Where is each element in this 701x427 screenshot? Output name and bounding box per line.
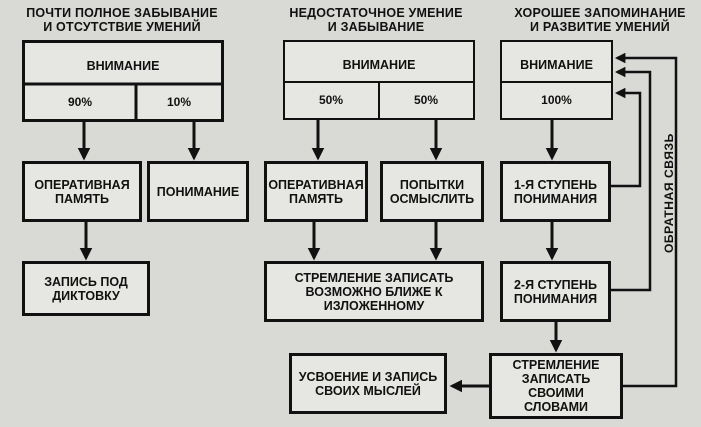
column1-heading-line2: И ОТСУТСТВИЕ УМЕНИЙ [43,20,201,34]
column3-stage2-box: 2-Я СТУПЕНЬ ПОНИМАНИЯ [500,261,611,322]
column3-heading: ХОРОШЕЕ ЗАПОМИНАНИЕ И РАЗВИТИЕ УМЕНИЙ [500,6,700,34]
column2-heading: НЕДОСТАТОЧНОЕ УМЕНИЕ И ЗАБЫВАНИЕ [276,6,476,34]
column1-split-90: 90% [67,95,93,109]
column2-heading-line1: НЕДОСТАТОЧНОЕ УМЕНИЕ [289,6,463,20]
column1-heading-line1: ПОЧТИ ПОЛНОЕ ЗАБЫВАНИЕ [26,6,218,20]
column2-split-50a: 50% [318,93,344,107]
column1-heading: ПОЧТИ ПОЛНОЕ ЗАБЫВАНИЕ И ОТСУТСТВИЕ УМЕН… [22,6,222,34]
column3-split-100: 100% [541,93,572,107]
column3-attention-label: ВНИМАНИЕ [520,58,593,72]
feedback-loop-stage1 [611,87,642,188]
column3-attention-box: ВНИМАНИЕ [500,40,613,120]
column3-heading-line1: ХОРОШЕЕ ЗАПОМИНАНИЕ [514,6,686,20]
feedback-loop-stage2 [611,66,652,292]
column3-stage1-box: 1-Я СТУПЕНЬ ПОНИМАНИЯ [500,161,611,222]
column2-operative-memory-box: ОПЕРАТИВНАЯ ПАМЯТЬ [264,161,368,222]
column2-close-record-box: СТРЕМЛЕНИЕ ЗАПИСАТЬ ВОЗМОЖНО БЛИЖЕ К ИЗЛ… [264,261,484,322]
column3-assimilation-box: УСВОЕНИЕ И ЗАПИСЬ СВОИХ МЫСЛЕЙ [289,353,447,414]
column1-dictation-box: ЗАПИСЬ ПОД ДИКТОВКУ [22,261,150,316]
column2-split-50b: 50% [413,93,439,107]
column2-attempts-box: ПОПЫТКИ ОСМЫСЛИТЬ [380,161,484,222]
column3-heading-line2: И РАЗВИТИЕ УМЕНИЙ [530,20,670,34]
column1-split-10: 10% [166,95,192,109]
column2-attention-label: ВНИМАНИЕ [342,58,416,72]
column1-understanding-box: ПОНИМАНИЕ [147,161,249,222]
column3-own-words-box: СТРЕМЛЕНИЕ ЗАПИСАТЬ СВОИМИ СЛОВАМИ [489,353,623,419]
column1-operative-memory-box: ОПЕРАТИВНАЯ ПАМЯТЬ [22,161,142,222]
column1-attention-label: ВНИМАНИЕ [86,59,160,73]
column2-heading-line2: И ЗАБЫВАНИЕ [327,20,425,34]
feedback-label: ОБРАТНАЯ СВЯЗЬ [662,133,676,253]
column1-attention-box: ВНИМАНИЕ [22,40,224,122]
